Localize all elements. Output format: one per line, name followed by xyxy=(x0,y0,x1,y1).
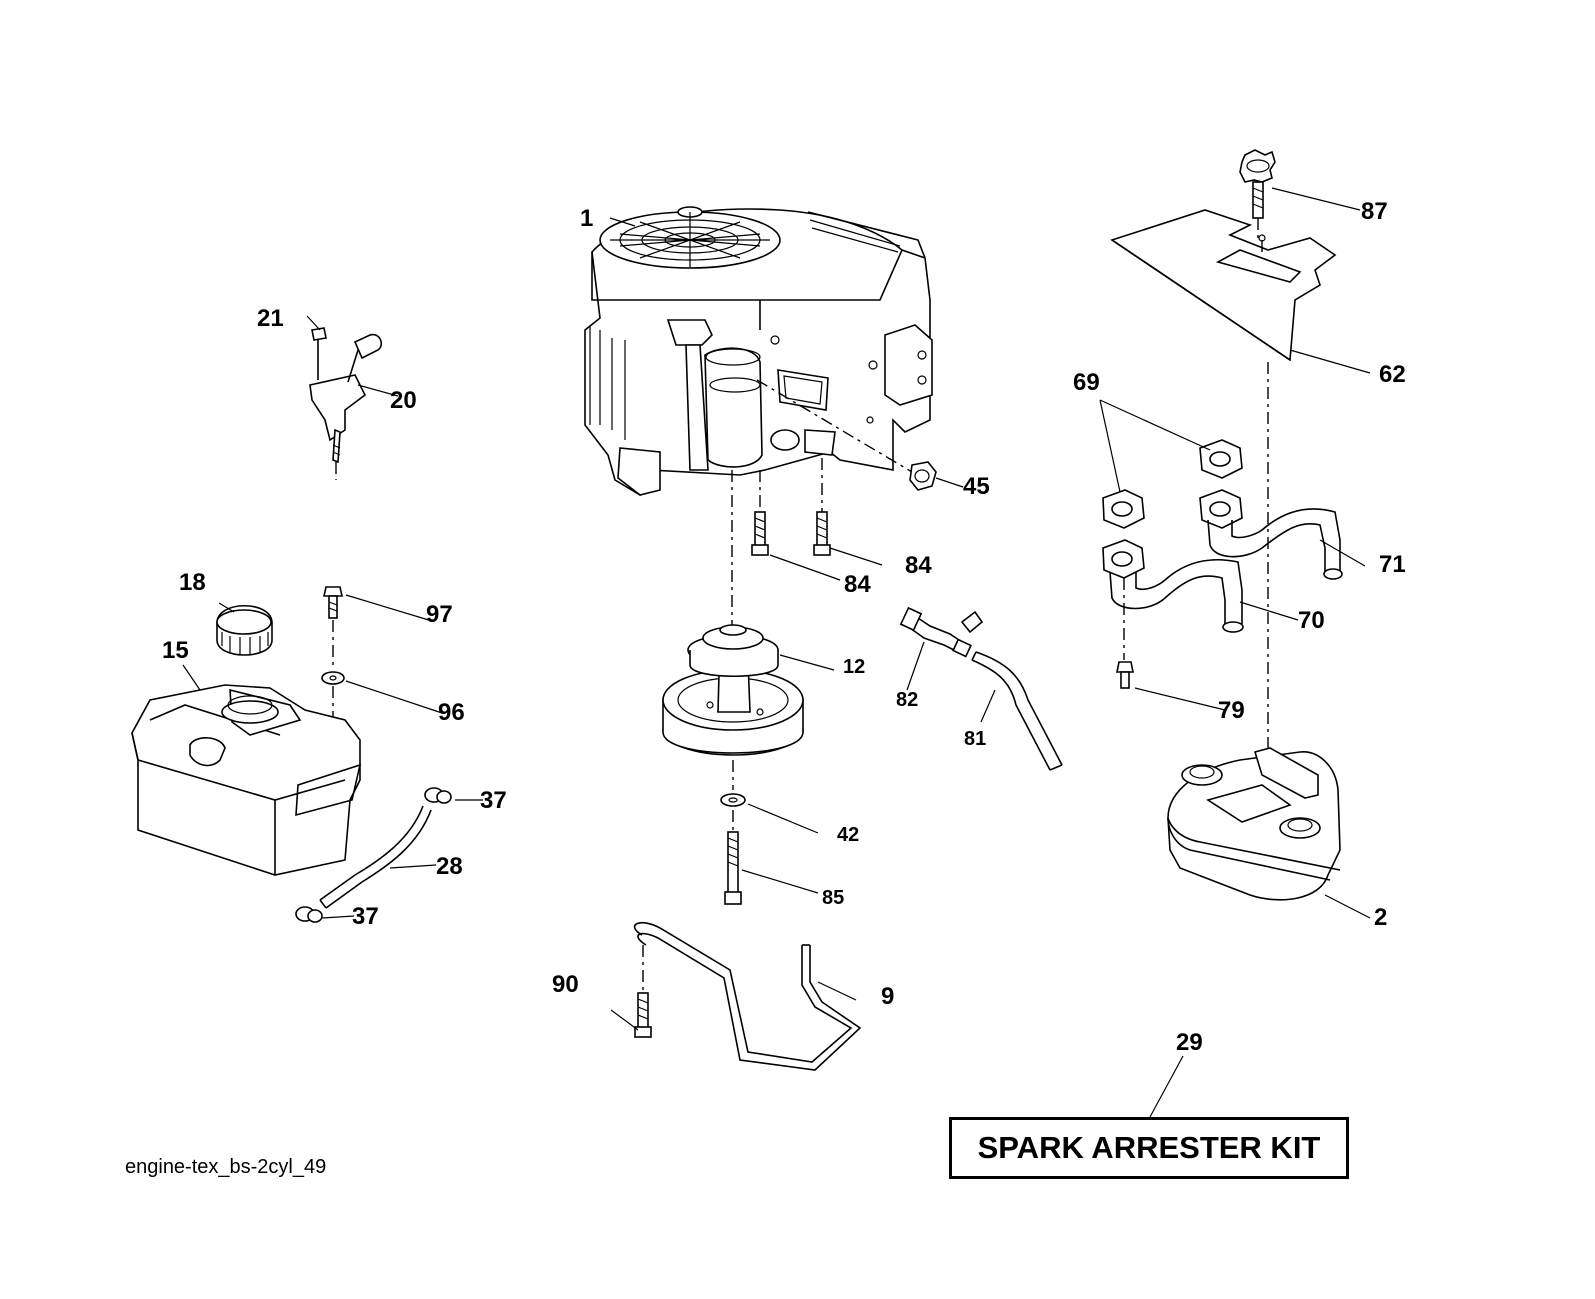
label-part-37-top: 37 xyxy=(480,787,507,814)
bolt-84-left xyxy=(751,511,769,556)
heat-shield-62 xyxy=(1110,209,1337,752)
label-part-20: 20 xyxy=(390,387,417,414)
bolt-84-right xyxy=(813,511,831,556)
label-part-70: 70 xyxy=(1298,607,1325,634)
leader-lines xyxy=(182,187,1371,1118)
label-part-81: 81 xyxy=(964,728,986,750)
throttle-control-20 xyxy=(309,327,382,480)
label-part-90: 90 xyxy=(552,971,579,998)
nut-45 xyxy=(909,461,937,491)
fuel-hose-81 xyxy=(971,651,1063,771)
label-part-97: 97 xyxy=(426,601,453,628)
knob-87 xyxy=(1239,149,1276,240)
label-part-18: 18 xyxy=(179,569,206,596)
label-part-1: 1 xyxy=(580,205,593,232)
fuel-filter-82 xyxy=(899,606,984,658)
label-part-85: 85 xyxy=(822,887,844,909)
label-part-84-left: 84 xyxy=(844,571,871,598)
label-part-37-bottom: 37 xyxy=(352,903,379,930)
bolt-90 xyxy=(634,945,652,1038)
gasket-69-upper xyxy=(1199,439,1243,479)
label-part-2: 2 xyxy=(1374,904,1387,931)
label-part-62: 62 xyxy=(1379,361,1406,388)
label-part-29: 29 xyxy=(1176,1029,1203,1056)
fuel-tank-15 xyxy=(131,684,362,876)
fuel-cap-18 xyxy=(216,605,273,656)
gasket-69-lower xyxy=(1102,489,1145,529)
label-part-82: 82 xyxy=(896,689,918,711)
clamp-37-bottom xyxy=(295,906,323,923)
label-part-15: 15 xyxy=(162,637,189,664)
label-part-45: 45 xyxy=(963,473,990,500)
label-part-9: 9 xyxy=(881,983,894,1010)
clamp-37-top xyxy=(424,787,452,804)
label-part-84-right: 84 xyxy=(905,552,932,579)
bolt-85 xyxy=(724,831,742,905)
label-part-69: 69 xyxy=(1073,369,1100,396)
muffler-2 xyxy=(1167,747,1341,901)
label-part-71: 71 xyxy=(1379,551,1406,578)
washer-42 xyxy=(720,793,746,830)
exhaust-pipe-71 xyxy=(1199,489,1343,580)
screw-79 xyxy=(1116,661,1134,689)
label-part-21: 21 xyxy=(257,305,284,332)
label-part-87: 87 xyxy=(1361,198,1388,225)
screw-97 xyxy=(323,586,343,670)
part-labels: 1 2 9 12 15 18 20 21 28 29 37 37 42 45 6… xyxy=(162,198,1406,1056)
spark-arrester-kit-box: SPARK ARRESTER KIT xyxy=(949,1117,1349,1179)
label-part-79: 79 xyxy=(1218,697,1245,724)
fuel-hose-28 xyxy=(319,805,432,909)
label-part-42: 42 xyxy=(837,824,859,846)
rod-9 xyxy=(634,921,862,1071)
label-part-12: 12 xyxy=(843,656,865,678)
label-part-28: 28 xyxy=(436,853,463,880)
diagram-caption: engine-tex_bs-2cyl_49 xyxy=(125,1156,327,1178)
label-part-96: 96 xyxy=(438,699,465,726)
engine-assembly xyxy=(584,206,933,640)
exhaust-pipe-70 xyxy=(1102,539,1244,660)
pulley-12 xyxy=(662,624,804,790)
